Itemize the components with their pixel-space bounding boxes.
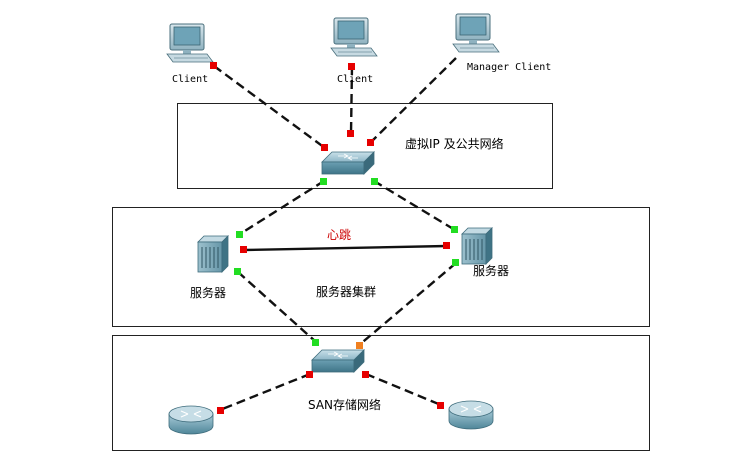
- server-left-label: 服务器: [190, 285, 226, 300]
- server-icon: [461, 227, 493, 265]
- link-san-switch-to-router-left: [219, 372, 311, 412]
- port-down-dot: [367, 139, 374, 146]
- san-network-label: SAN存储网络: [308, 397, 381, 412]
- core-switch[interactable]: [321, 151, 375, 175]
- client-left-label: Client: [172, 74, 208, 85]
- port-down-dot: [210, 62, 217, 69]
- port-up-dot: [234, 268, 241, 275]
- port-up-dot: [312, 339, 319, 346]
- port-indicators: [210, 62, 459, 414]
- client-left[interactable]: [166, 23, 214, 63]
- san-switch[interactable]: [311, 349, 365, 373]
- switch-icon: [311, 349, 365, 373]
- router-left[interactable]: [168, 405, 214, 435]
- router-icon: [168, 405, 214, 435]
- link-manager-client-to-core-switch: [369, 57, 457, 144]
- manager-client[interactable]: [452, 13, 500, 53]
- router-right[interactable]: [448, 400, 494, 430]
- link-server-right-to-san-switch: [357, 262, 457, 347]
- link-server-left-to-san-switch: [237, 271, 317, 343]
- port-up-dot: [452, 259, 459, 266]
- public-network-zone: [177, 103, 553, 189]
- client-middle[interactable]: [330, 17, 378, 57]
- server-cluster-label: 服务器集群: [316, 284, 376, 299]
- router-icon: [448, 400, 494, 430]
- port-down-dot: [443, 242, 450, 249]
- port-up-dot: [371, 178, 378, 185]
- heartbeat-link: [243, 244, 448, 252]
- port-down-dot: [306, 371, 313, 378]
- client-middle-label: Client: [337, 74, 373, 85]
- port-down-dot: [347, 130, 354, 137]
- heartbeat-label: 心跳: [327, 228, 351, 242]
- port-up-dot: [451, 226, 458, 233]
- port-standby-dot: [356, 342, 363, 349]
- port-up-dot: [236, 231, 243, 238]
- link-client-middle-to-core-switch: [349, 65, 354, 135]
- port-down-dot: [240, 246, 247, 253]
- server-icon: [197, 235, 229, 273]
- computer-icon: [330, 17, 378, 57]
- manager-client-label: Manager Client: [467, 62, 551, 73]
- links: [213, 57, 457, 412]
- link-client-left-to-core-switch: [213, 65, 326, 149]
- port-up-dot: [320, 178, 327, 185]
- computer-icon: [166, 23, 214, 63]
- computer-icon: [452, 13, 500, 53]
- server-right-label: 服务器: [473, 263, 509, 278]
- port-down-dot: [362, 371, 369, 378]
- port-down-dot: [348, 63, 355, 70]
- san-storage-zone: [112, 335, 650, 451]
- link-core-switch-to-server-left: [239, 179, 325, 236]
- server-left[interactable]: [197, 235, 229, 273]
- switch-icon: [321, 151, 375, 175]
- port-down-dot: [217, 407, 224, 414]
- public-network-label: 虚拟IP 及公共网络: [405, 136, 504, 151]
- port-down-dot: [437, 402, 444, 409]
- link-core-switch-to-server-right: [373, 179, 456, 232]
- port-down-dot: [321, 144, 328, 151]
- server-right[interactable]: [461, 227, 493, 265]
- server-cluster-zone: [112, 207, 650, 327]
